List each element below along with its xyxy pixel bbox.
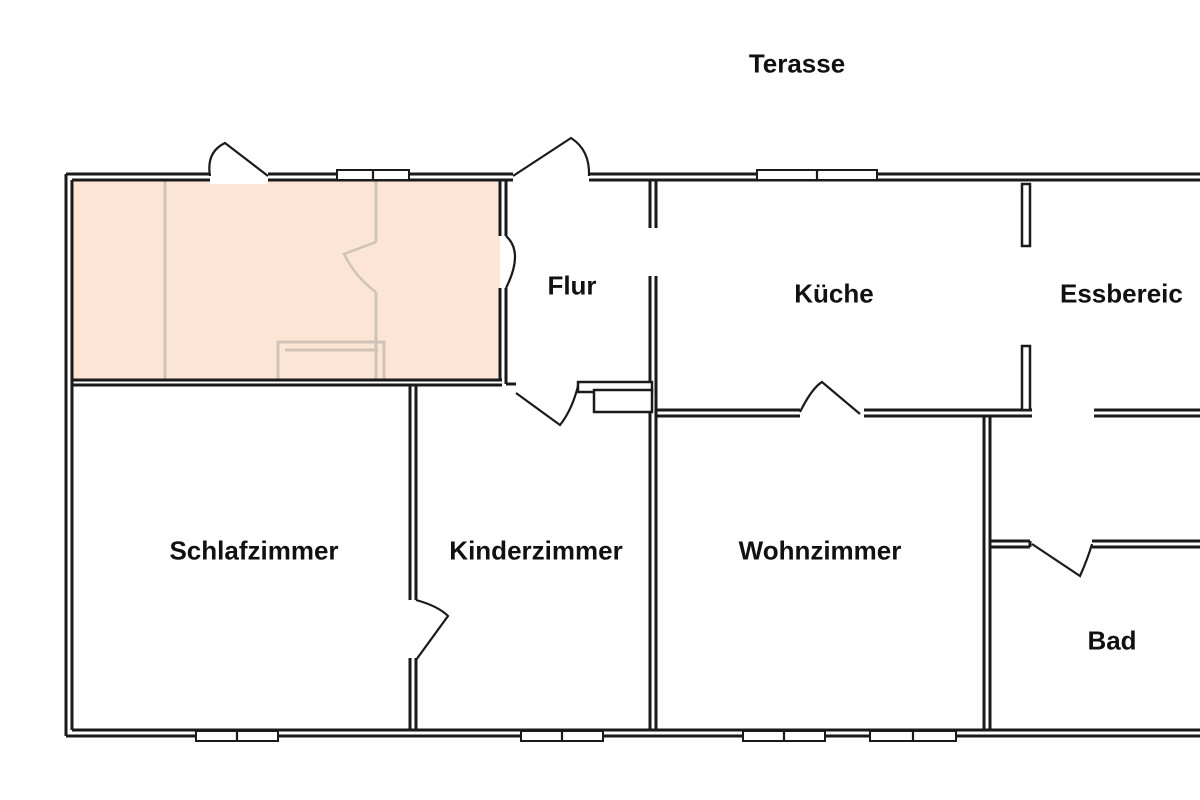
highlighted-area xyxy=(72,180,500,380)
room-label-kitchen: Küche xyxy=(794,278,874,309)
terrace-label: Terasse xyxy=(748,48,846,79)
windows xyxy=(195,169,957,742)
room-label-dining: Essbereic xyxy=(1060,278,1183,309)
room-label-hall: Flur xyxy=(547,270,597,301)
room-label-kids-room: Kinderzimmer xyxy=(449,535,623,566)
interior-walls xyxy=(72,180,1200,730)
room-label-living-room: Wohnzimmer xyxy=(738,535,902,566)
former-walls xyxy=(163,180,386,382)
terrace-doors xyxy=(208,136,591,184)
room-label-bath: Bad xyxy=(1087,625,1137,656)
interior-doors xyxy=(415,235,1094,661)
room-label-bedroom: Schlafzimmer xyxy=(169,535,339,566)
